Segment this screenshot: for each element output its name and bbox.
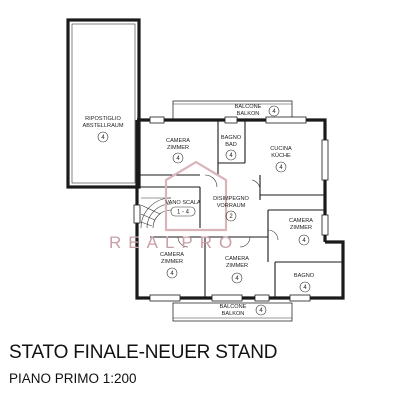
plan-subtitle: PIANO PRIMO 1:200	[9, 371, 137, 386]
room-bagno-top: BAGNO BAD 4	[221, 135, 242, 161]
balcony-bottom-label-1: BALCONE	[220, 304, 247, 310]
balcony-bottom-label-2: BALKON	[222, 311, 245, 317]
room-number-circle	[298, 234, 310, 246]
room-bagno-bottom-right: BAGNO 4	[294, 273, 315, 293]
room-bagno-br-label: BAGNO	[294, 273, 315, 279]
room-camera-top-label-2: ZIMMER	[167, 145, 189, 151]
room-number-circle	[255, 304, 267, 316]
room-camera-bl-label-1: CAMERA	[160, 252, 184, 258]
room-number-circle	[299, 281, 311, 293]
window-marks	[133, 116, 329, 302]
room-camera-bottom-center: CAMERA ZIMMER 4	[225, 256, 249, 284]
room-ripostiglio-number: 4	[101, 135, 105, 141]
room-disimpegno-label-2: VORRAUM	[217, 203, 246, 209]
room-vano-scala: VANO SCALA 1 - 4	[165, 200, 201, 217]
room-camera-right-label-2: ZIMMER	[290, 225, 312, 231]
balcony-top-number: 4	[272, 109, 276, 115]
room-camera-right-number: 4	[302, 238, 306, 244]
room-camera-right-label-1: CAMERA	[289, 218, 313, 224]
balcony-bottom-number: 4	[259, 308, 263, 314]
bottom-balcony	[172, 302, 293, 322]
room-camera-bl-label-2: ZIMMER	[161, 259, 183, 265]
room-number-circle	[275, 161, 287, 173]
room-camera-bottom-left: CAMERA ZIMMER 4	[160, 252, 184, 279]
room-camera-bc-number: 4	[235, 276, 239, 282]
balcony-top-labels: BALCONE BALKON 4	[235, 104, 280, 117]
room-cucina-label-2: KÜCHE	[271, 152, 291, 159]
room-number-circle	[97, 131, 109, 143]
balcony-top-label-2: BALKON	[237, 111, 260, 117]
plan-title: STATO FINALE-NEUER STAND	[9, 342, 278, 363]
room-number-circle	[225, 210, 237, 222]
room-number-circle	[166, 267, 178, 279]
room-vano-scala-number: 1 - 4	[177, 210, 190, 216]
door-swings	[177, 174, 279, 248]
storage-room-walls	[66, 18, 141, 189]
room-bagno-top-label-2: BAD	[225, 142, 237, 148]
room-vano-scala-label: VANO SCALA	[165, 200, 201, 206]
room-camera-right: CAMERA ZIMMER 4	[289, 218, 313, 246]
room-cucina-number: 4	[279, 165, 283, 171]
watermark-text: REALPRO	[109, 233, 239, 252]
room-ripostiglio-label-2: ABSTELLRAUM	[82, 123, 123, 129]
room-number-circle	[231, 272, 243, 284]
room-camera-bc-label-2: ZIMMER	[226, 263, 248, 269]
room-bagno-top-label-1: BAGNO	[221, 135, 242, 141]
room-disimpegno-label-1: DISIMPEGNO	[213, 196, 249, 202]
interior-walls	[137, 120, 343, 298]
watermark-house-logo	[164, 160, 228, 232]
room-camera-top-label-1: CAMERA	[166, 138, 190, 144]
room-number-circle	[268, 105, 280, 117]
room-number-circle	[172, 152, 184, 164]
room-number-capsule	[170, 206, 196, 217]
room-camera-top: CAMERA ZIMMER 4	[166, 138, 190, 164]
room-cucina: CUCINA KÜCHE 4	[270, 146, 292, 173]
room-number-circle	[225, 149, 237, 161]
room-disimpegno-number: 2	[229, 214, 233, 220]
room-camera-bl-number: 4	[170, 271, 174, 277]
room-bagno-top-number: 4	[229, 153, 233, 159]
room-cucina-label-1: CUCINA	[270, 146, 292, 152]
balcony-bottom-labels: BALCONE BALKON 4	[220, 304, 267, 317]
room-bagno-br-number: 4	[303, 285, 307, 291]
balcony-top-label-1: BALCONE	[235, 104, 262, 110]
room-disimpegno: DISIMPEGNO VORRAUM 2	[213, 196, 250, 222]
room-camera-top-number: 4	[176, 156, 180, 162]
room-camera-bc-label-1: CAMERA	[225, 256, 249, 262]
room-ripostiglio-label-1: RIPOSTIGLIO	[85, 116, 121, 122]
room-ripostiglio: RIPOSTIGLIO ABSTELLRAUM 4	[82, 116, 124, 143]
